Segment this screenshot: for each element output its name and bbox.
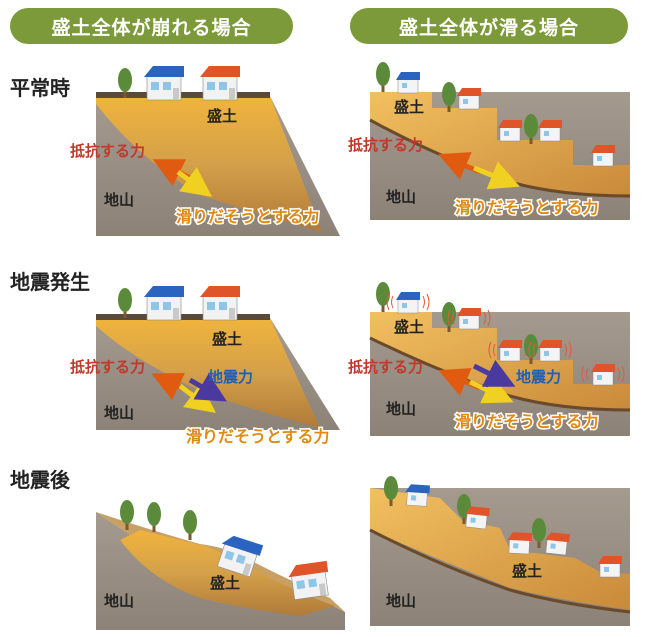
slide-label: 滑りだそうとする力 — [186, 427, 330, 446]
row-label-after: 地震後 — [10, 468, 70, 492]
house-icon — [286, 560, 332, 601]
resist-label: 抵抗する力 — [70, 142, 145, 160]
house-icon — [590, 144, 616, 167]
fill-label: 盛土 — [394, 318, 424, 336]
house-icon — [395, 291, 421, 314]
ground-label: 地山 — [104, 592, 134, 610]
seismic-arrow — [188, 373, 227, 402]
fill-label: 盛土 — [512, 562, 542, 580]
seismic-label: 地震力 — [516, 368, 561, 386]
slide-arrow — [176, 167, 213, 197]
tree-icon — [118, 288, 132, 318]
house-icon — [395, 71, 421, 94]
house-icon — [497, 339, 523, 362]
ground-label: 地山 — [104, 404, 134, 422]
fill-label: 盛土 — [210, 574, 240, 592]
fill-label: 盛土 — [394, 98, 424, 116]
ground-label: 地山 — [104, 191, 134, 209]
house-icon — [537, 119, 563, 142]
slide-arrow — [468, 376, 514, 404]
house-icon — [199, 285, 241, 321]
panel-collapse-after — [96, 500, 345, 630]
house-icon — [143, 285, 185, 321]
panel-slide-earthquake — [369, 282, 631, 436]
seismic-arrow — [472, 359, 516, 387]
row-label-normal: 平常時 — [10, 76, 70, 100]
house-icon — [537, 339, 563, 362]
house-icon — [143, 65, 185, 101]
resist-label: 抵抗する力 — [70, 358, 145, 376]
panel-collapse-earthquake — [96, 285, 340, 430]
ground-label: 地山 — [386, 592, 416, 610]
tree-icon — [147, 502, 161, 532]
tree-icon — [376, 62, 390, 92]
resist-label: 抵抗する力 — [348, 358, 423, 376]
slide-label: 滑りだそうとする力 — [176, 207, 320, 226]
tree-icon — [183, 510, 197, 540]
panel-slide-normal — [369, 62, 631, 220]
slide-label: 滑りだそうとする力 — [455, 412, 599, 431]
header-slide-case: 盛土全体が滑る場合 — [350, 8, 628, 44]
house-icon — [199, 65, 241, 101]
fill-label: 盛土 — [212, 330, 242, 348]
house-icon — [590, 363, 616, 386]
row-label-earthquake: 地震発生 — [10, 270, 90, 294]
house-icon — [497, 119, 523, 142]
header-collapse-case: 盛土全体が崩れる場合 — [10, 8, 293, 44]
house-icon — [456, 87, 482, 110]
ground-label: 地山 — [386, 188, 416, 206]
resist-label: 抵抗する力 — [348, 136, 423, 154]
fill-label: 盛土 — [207, 107, 237, 125]
ground-label: 地山 — [386, 400, 416, 418]
panel-slide-after — [369, 476, 631, 626]
house-icon — [597, 555, 623, 578]
seismic-label: 地震力 — [208, 368, 253, 386]
slide-label: 滑りだそうとする力 — [455, 198, 599, 217]
slide-arrow — [473, 161, 520, 190]
panel-collapse-normal — [96, 65, 340, 236]
house-icon — [404, 483, 431, 507]
house-icon — [456, 307, 482, 330]
